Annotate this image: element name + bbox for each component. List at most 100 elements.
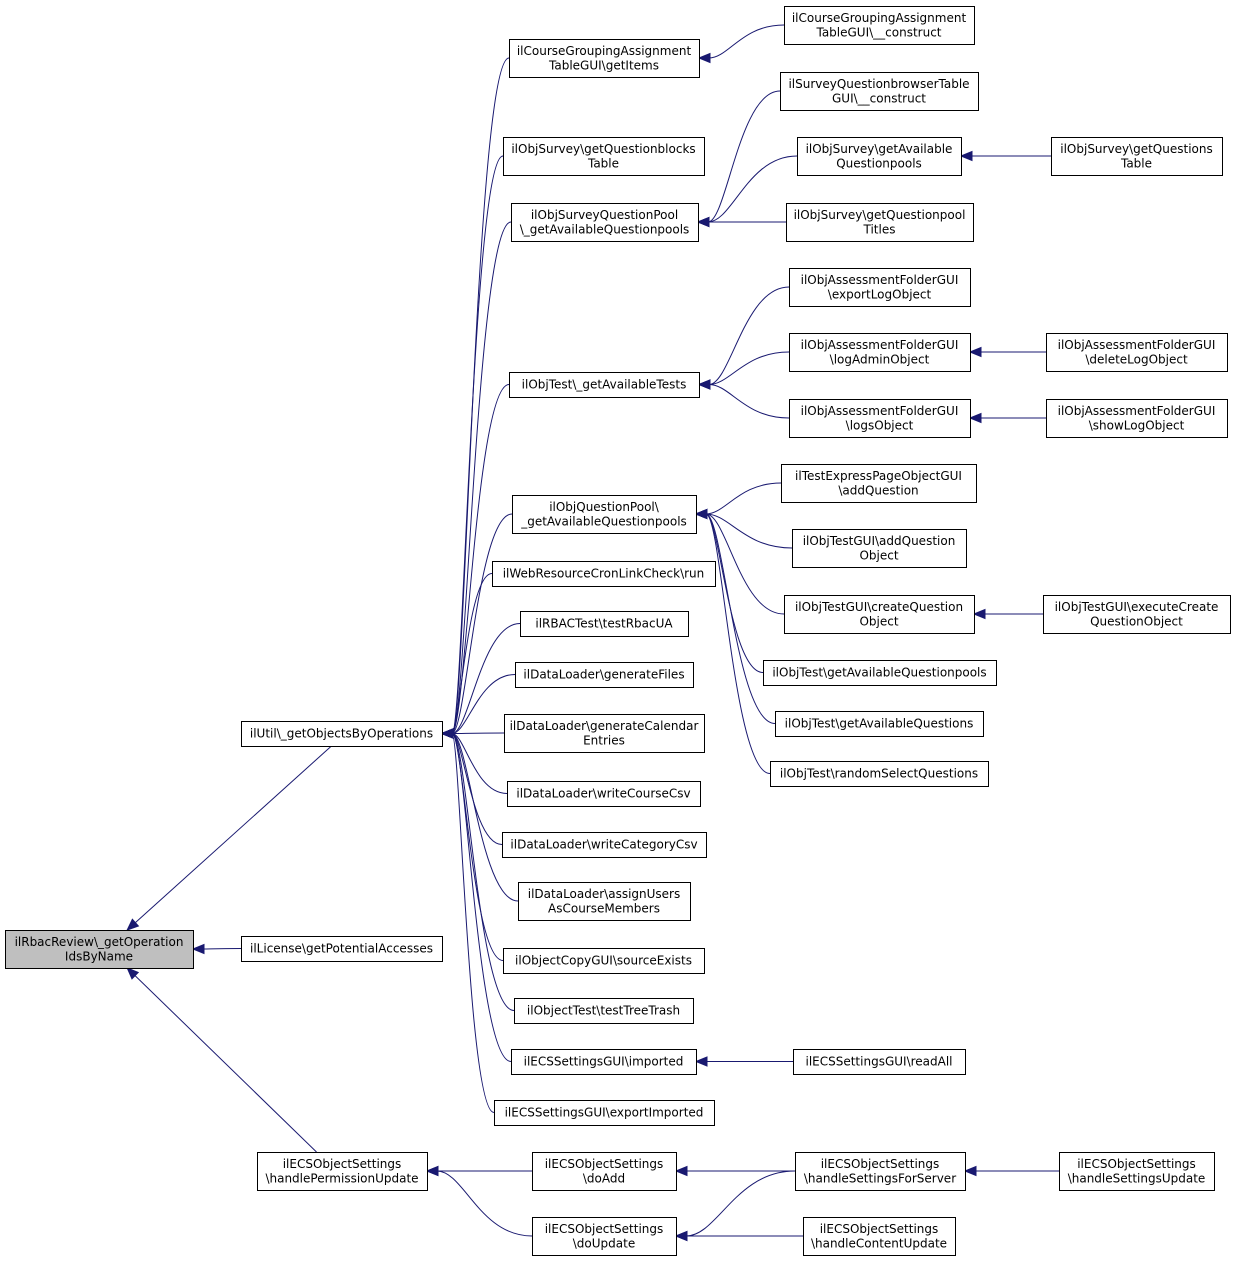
node-label-line: ilDataLoader\writeCategoryCsv — [510, 838, 697, 852]
node-box — [775, 711, 984, 737]
node-label-line: ilDataLoader\generateFiles — [523, 668, 684, 682]
node-label-line: _getAvailableQuestionpools — [520, 514, 687, 528]
node-ecs-export-imported[interactable]: ilECSSettingsGUI\exportImported — [494, 1100, 715, 1126]
node-label-line: IdsByName — [65, 949, 133, 963]
edge-sqbrowser-construct-to-sqp-get-available — [696, 90, 781, 228]
node-webres-run[interactable]: ilWebResourceCronLinkCheck\run — [492, 561, 716, 587]
node-get-objects-by-operations[interactable]: ilUtil\_getObjectsByOperations — [241, 721, 443, 747]
node-label-line: ilDataLoader\assignUsers — [528, 887, 680, 901]
edge-ecs-read-all-to-ecs-imported — [694, 1056, 793, 1067]
edge-sqp-get-available-to-get-objects-by-operations — [440, 221, 512, 739]
node-eos-do-add[interactable]: ilECSObjectSettings\doAdd — [532, 1152, 677, 1191]
node-label-line: \handleSettingsForServer — [804, 1171, 956, 1185]
node-label-line: ilObjAssessmentFolderGUI — [801, 273, 959, 287]
node-cga-get-items[interactable]: ilCourseGroupingAssignmentTableGUI\getIt… — [509, 39, 700, 78]
node-label-line: ilObjSurvey\getQuestions — [1060, 142, 1212, 156]
edge-eos-handle-for-server-to-eos-do-add — [674, 1165, 795, 1177]
edge-survey-qblocks-to-get-objects-by-operations — [440, 155, 504, 739]
node-label-line: ilDataLoader\writeCourseCsv — [516, 787, 690, 801]
node-box — [1059, 1152, 1215, 1191]
node-label-line: ilECSObjectSettings — [283, 1157, 402, 1171]
node-box — [1043, 595, 1231, 634]
node-label-line: Titles — [863, 222, 896, 236]
edge-ot-get-available-qp-to-qp-get-available — [694, 508, 764, 673]
node-qp-get-available[interactable]: ilObjQuestionPool\_getAvailableQuestionp… — [512, 495, 697, 534]
edge-afg-delete-log-to-afg-log-admin — [968, 346, 1047, 358]
node-label-line: ilSurveyQuestionbrowserTable — [788, 77, 969, 91]
node-label-line: ilWebResourceCronLinkCheck\run — [503, 567, 705, 581]
node-label-line: \exportLogObject — [828, 287, 932, 301]
node-test-get-available-tests[interactable]: ilObjTest\_getAvailableTests — [509, 372, 700, 398]
node-box — [507, 781, 701, 807]
node-afg-log-admin[interactable]: ilObjAssessmentFolderGUI\logAdminObject — [789, 333, 971, 372]
node-eos-handle-settings-update[interactable]: ilECSObjectSettings\handleSettingsUpdate — [1059, 1152, 1215, 1191]
node-get-potential-accesses[interactable]: ilLicense\getPotentialAccesses — [241, 936, 443, 962]
node-tepo-add-question[interactable]: ilTestExpressPageObjectGUI\addQuestion — [781, 464, 977, 503]
node-box — [780, 72, 979, 111]
node-dl-generate-files[interactable]: ilDataLoader\generateFiles — [515, 662, 694, 688]
edge-cga-construct-to-cga-get-items — [697, 24, 785, 64]
node-ocg-source-exists[interactable]: ilObjectCopyGUI\sourceExists — [503, 948, 705, 974]
node-box — [518, 882, 691, 921]
node-label-line: ilECSSettingsGUI\exportImported — [505, 1106, 704, 1120]
node-label-line: ilECSObjectSettings — [545, 1222, 664, 1236]
node-sqbrowser-construct[interactable]: ilSurveyQuestionbrowserTableGUI\__constr… — [780, 72, 979, 111]
edge-survey-get-available-qp-to-sqp-get-available — [696, 155, 798, 228]
node-label-line: TableGUI\__construct — [815, 25, 941, 39]
node-box — [514, 998, 694, 1024]
node-eos-handle-for-server[interactable]: ilECSObjectSettings\handleSettingsForSer… — [795, 1152, 966, 1191]
node-cga-construct[interactable]: ilCourseGroupingAssignmentTableGUI\__con… — [784, 6, 975, 45]
node-box — [793, 1049, 966, 1075]
edge-handle-permission-update-to-root — [126, 967, 317, 1153]
node-ot-test-tree-trash[interactable]: ilObjectTest\testTreeTrash — [514, 998, 694, 1024]
node-label-line: \doAdd — [583, 1171, 625, 1185]
node-ecs-imported[interactable]: ilECSSettingsGUI\imported — [511, 1049, 697, 1075]
node-label-line: QuestionObject — [1090, 614, 1183, 628]
node-label-line: ilObjTestGUI\createQuestion — [795, 600, 963, 614]
node-box — [509, 39, 700, 78]
node-eos-handle-content[interactable]: ilECSObjectSettings\handleContentUpdate — [803, 1217, 956, 1256]
node-label-line: ilObjAssessmentFolderGUI — [1058, 404, 1216, 418]
node-ot-get-available-qp[interactable]: ilObjTest\getAvailableQuestionpools — [763, 660, 997, 686]
node-label-line: ilRbacReview\_getOperation — [15, 935, 184, 949]
node-afg-delete-log[interactable]: ilObjAssessmentFolderGUI\deleteLogObject — [1046, 333, 1228, 372]
node-afg-show-log[interactable]: ilObjAssessmentFolderGUI\showLogObject — [1046, 399, 1228, 438]
node-sqp-get-available[interactable]: ilObjSurveyQuestionPool\_getAvailableQue… — [511, 203, 699, 242]
node-label-line: ilECSObjectSettings — [545, 1157, 664, 1171]
node-box — [5, 930, 194, 969]
node-eos-do-update[interactable]: ilECSObjectSettings\doUpdate — [532, 1217, 677, 1256]
node-afg-logs[interactable]: ilObjAssessmentFolderGUI\logsObject — [789, 399, 971, 438]
node-ot-random-select[interactable]: ilObjTest\randomSelectQuestions — [770, 761, 989, 787]
node-dl-write-category[interactable]: ilDataLoader\writeCategoryCsv — [502, 832, 707, 858]
edge-ot-random-select-to-qp-get-available — [694, 508, 771, 774]
node-handle-permission-update[interactable]: ilECSObjectSettings\handlePermissionUpda… — [257, 1152, 428, 1191]
node-label-line: ilObjTest\getAvailableQuestionpools — [772, 666, 986, 680]
edge-ecs-imported-to-get-objects-by-operations — [440, 728, 512, 1062]
node-box — [770, 761, 989, 787]
node-label-line: Table — [1120, 156, 1152, 170]
node-afg-export-log[interactable]: ilObjAssessmentFolderGUI\exportLogObject — [789, 268, 971, 307]
node-dl-write-course[interactable]: ilDataLoader\writeCourseCsv — [507, 781, 701, 807]
node-label-line: ilObjSurveyQuestionPool — [531, 208, 678, 222]
node-label-line: \logsObject — [846, 418, 914, 432]
node-box — [532, 1152, 677, 1191]
node-label-line: \addQuestion — [838, 483, 918, 497]
edge-afg-export-log-to-test-get-available-tests — [697, 286, 790, 390]
node-label-line: Entries — [583, 733, 625, 747]
node-box — [502, 832, 707, 858]
node-label-line: ilRBACTest\testRbacUA — [535, 617, 673, 631]
edges-layer — [126, 24, 1059, 1242]
node-ecs-read-all[interactable]: ilECSSettingsGUI\readAll — [793, 1049, 966, 1075]
node-rbac-test[interactable]: ilRBACTest\testRbacUA — [520, 611, 689, 637]
node-survey-get-available-qp[interactable]: ilObjSurvey\getAvailableQuestionpools — [797, 137, 962, 176]
node-ot-get-available-questions[interactable]: ilObjTest\getAvailableQuestions — [775, 711, 984, 737]
